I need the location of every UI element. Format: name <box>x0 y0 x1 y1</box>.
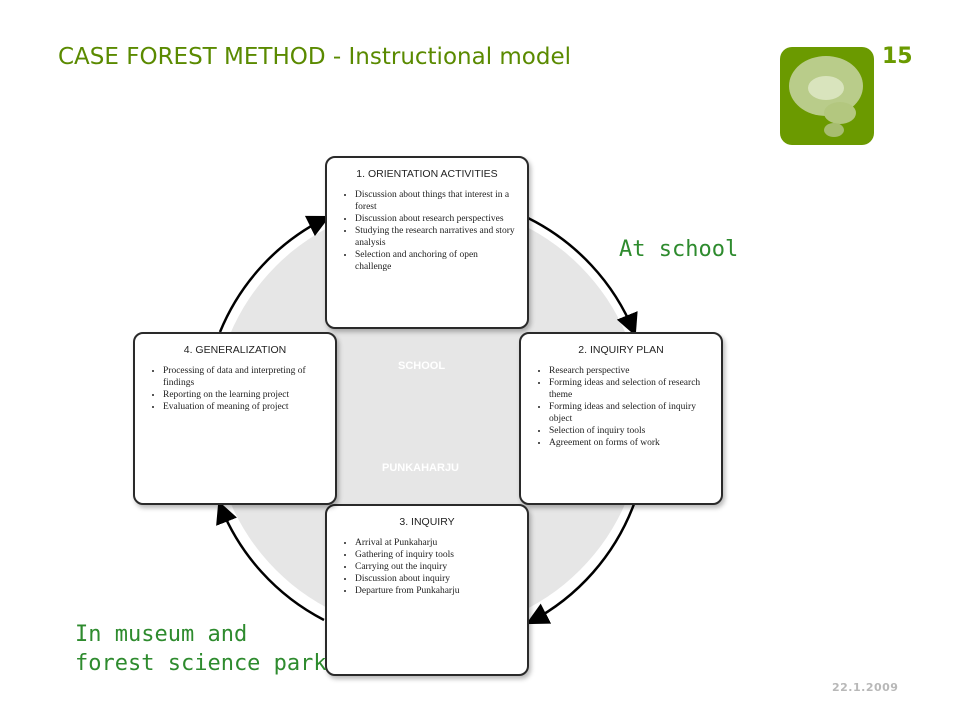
list-item: Gathering of inquiry tools <box>355 549 515 561</box>
list-item: Arrival at Punkaharju <box>355 537 515 549</box>
box-inquiry: 3. INQUIRY Arrival at Punkaharju Gatheri… <box>325 504 529 676</box>
page-title: CASE FOREST METHOD - Instructional model <box>58 44 572 70</box>
list-item: Evaluation of meaning of project <box>163 401 323 413</box>
speech-bubbles-icon <box>780 47 874 145</box>
box-title: 4. GENERALIZATION <box>183 344 287 356</box>
list-item: Discussion about inquiry <box>355 573 515 585</box>
list-item: Selection of inquiry tools <box>549 425 709 437</box>
note-line: In museum and <box>75 622 248 647</box>
zone-label-punkaharju: PUNKAHARJU <box>382 462 460 474</box>
note-at-school: At school <box>619 237 739 262</box>
list-item: Processing of data and interpreting of f… <box>163 365 323 389</box>
arrow-generalization-to-orientation <box>218 215 331 333</box>
note-line: forest science park <box>75 651 327 676</box>
box-inquiry-plan: 2. INQUIRY PLAN Research perspective For… <box>519 332 723 505</box>
arrow-orientation-to-plan <box>527 216 638 337</box>
note-museum-park: In museum and forest science park <box>75 620 327 678</box>
box-title: 1. ORIENTATION ACTIVITIES <box>356 168 498 180</box>
footer-date: 22.1.2009 <box>832 681 899 694</box>
box-generalization: 4. GENERALIZATION Processing of data and… <box>133 332 337 505</box>
list-item: Discussion about research perspectives <box>355 213 515 225</box>
box-orientation-activities: 1. ORIENTATION ACTIVITIES Discussion abo… <box>325 156 529 329</box>
cycle-background-circle <box>213 203 643 633</box>
zone-label-school: SCHOOL <box>398 360 446 372</box>
list-item: Studying the research narratives and sto… <box>355 225 515 249</box>
box-title: 2. INQUIRY PLAN <box>578 344 664 356</box>
arrow-inquiry-to-generalization <box>216 500 325 622</box>
list-item: Selection and anchoring of open challeng… <box>355 249 515 273</box>
list-item: Carrying out the inquiry <box>355 561 515 573</box>
list-item: Discussion about things that interest in… <box>355 189 515 213</box>
list-item: Agreement on forms of work <box>549 437 709 449</box>
list-item: Forming ideas and selection of inquiry o… <box>549 401 709 425</box>
list-item: Departure from Punkaharju <box>355 585 515 597</box>
list-item: Reporting on the learning project <box>163 389 323 401</box>
box-title: 3. INQUIRY <box>399 516 455 528</box>
arrow-plan-to-inquiry <box>526 503 636 625</box>
slide-number: 15 <box>882 44 913 69</box>
list-item: Forming ideas and selection of research … <box>549 377 709 401</box>
list-item: Research perspective <box>549 365 709 377</box>
